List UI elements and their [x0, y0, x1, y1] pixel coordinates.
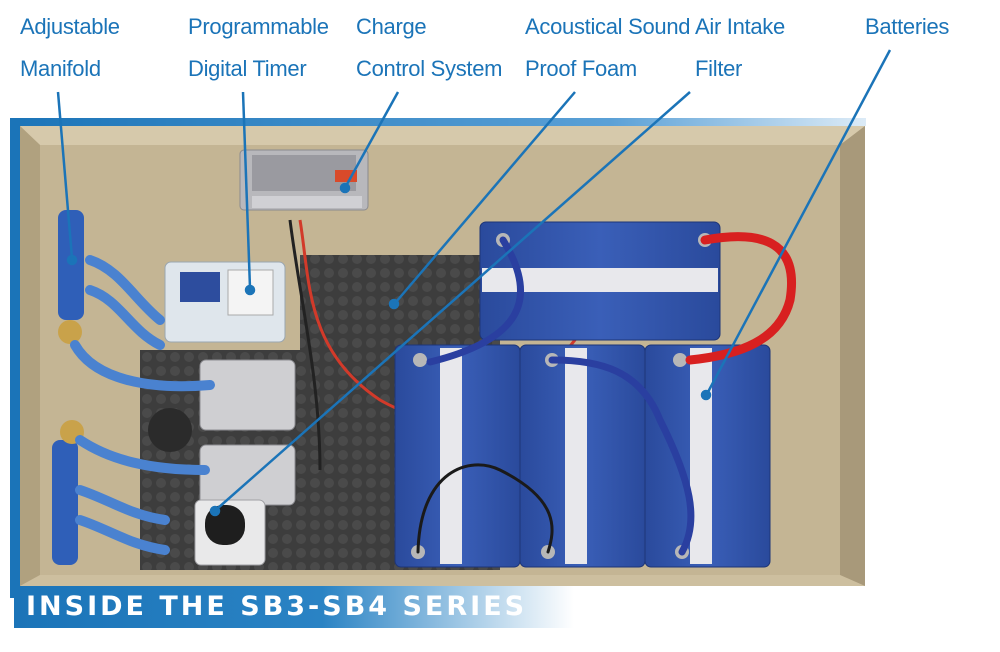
leader-dot-batteries [700, 389, 712, 401]
leader-line-manifold [56, 91, 74, 259]
leader-lines [56, 49, 892, 517]
leader-dot-charge [339, 182, 351, 194]
label-line: Proof Foam [525, 56, 637, 81]
label-batteries: Batteries [865, 6, 949, 48]
label-line: Filter [695, 56, 743, 81]
label-line: Charge [356, 14, 427, 39]
banner-title: INSIDE THE SB3-SB4 SERIES [26, 591, 528, 622]
label-line: Manifold [20, 56, 101, 81]
title-banner [14, 586, 574, 628]
leader-dot-filter [209, 505, 221, 517]
label-line: Batteries [865, 14, 950, 39]
batteries [394, 221, 771, 568]
label-adjustable-manifold: Adjustable Manifold [20, 6, 120, 90]
label-programmable-digital-timer: Programmable Digital Timer [188, 6, 329, 90]
leader-line-batteries [706, 49, 892, 393]
leader-line-foam [395, 91, 576, 303]
leader-dot-timer [244, 284, 256, 296]
label-line: Digital Timer [188, 56, 307, 81]
leader-line-timer [241, 91, 252, 289]
label-charge-control-system: Charge Control System [356, 6, 502, 90]
label-line: Air Intake [695, 14, 785, 39]
air-pumps [148, 359, 296, 566]
charge-controller [239, 149, 369, 211]
battery-cables [416, 232, 796, 556]
digital-timer [164, 261, 286, 343]
label-air-intake-filter: Air Intake Filter [695, 6, 785, 90]
air-hoses [70, 255, 215, 555]
label-line: Acoustical Sound [525, 14, 691, 39]
label-line: Programmable [188, 14, 329, 39]
leader-line-filter [217, 91, 691, 509]
leader-dot-foam [388, 298, 400, 310]
leader-line-charge [344, 91, 400, 187]
manifolds [52, 210, 84, 565]
leader-dot-manifold [66, 254, 78, 266]
label-line: Adjustable [20, 14, 120, 39]
label-line: Control System [356, 56, 503, 81]
frame [10, 118, 866, 598]
label-acoustical-sound-proof-foam: Acoustical Sound Proof Foam [525, 6, 691, 90]
